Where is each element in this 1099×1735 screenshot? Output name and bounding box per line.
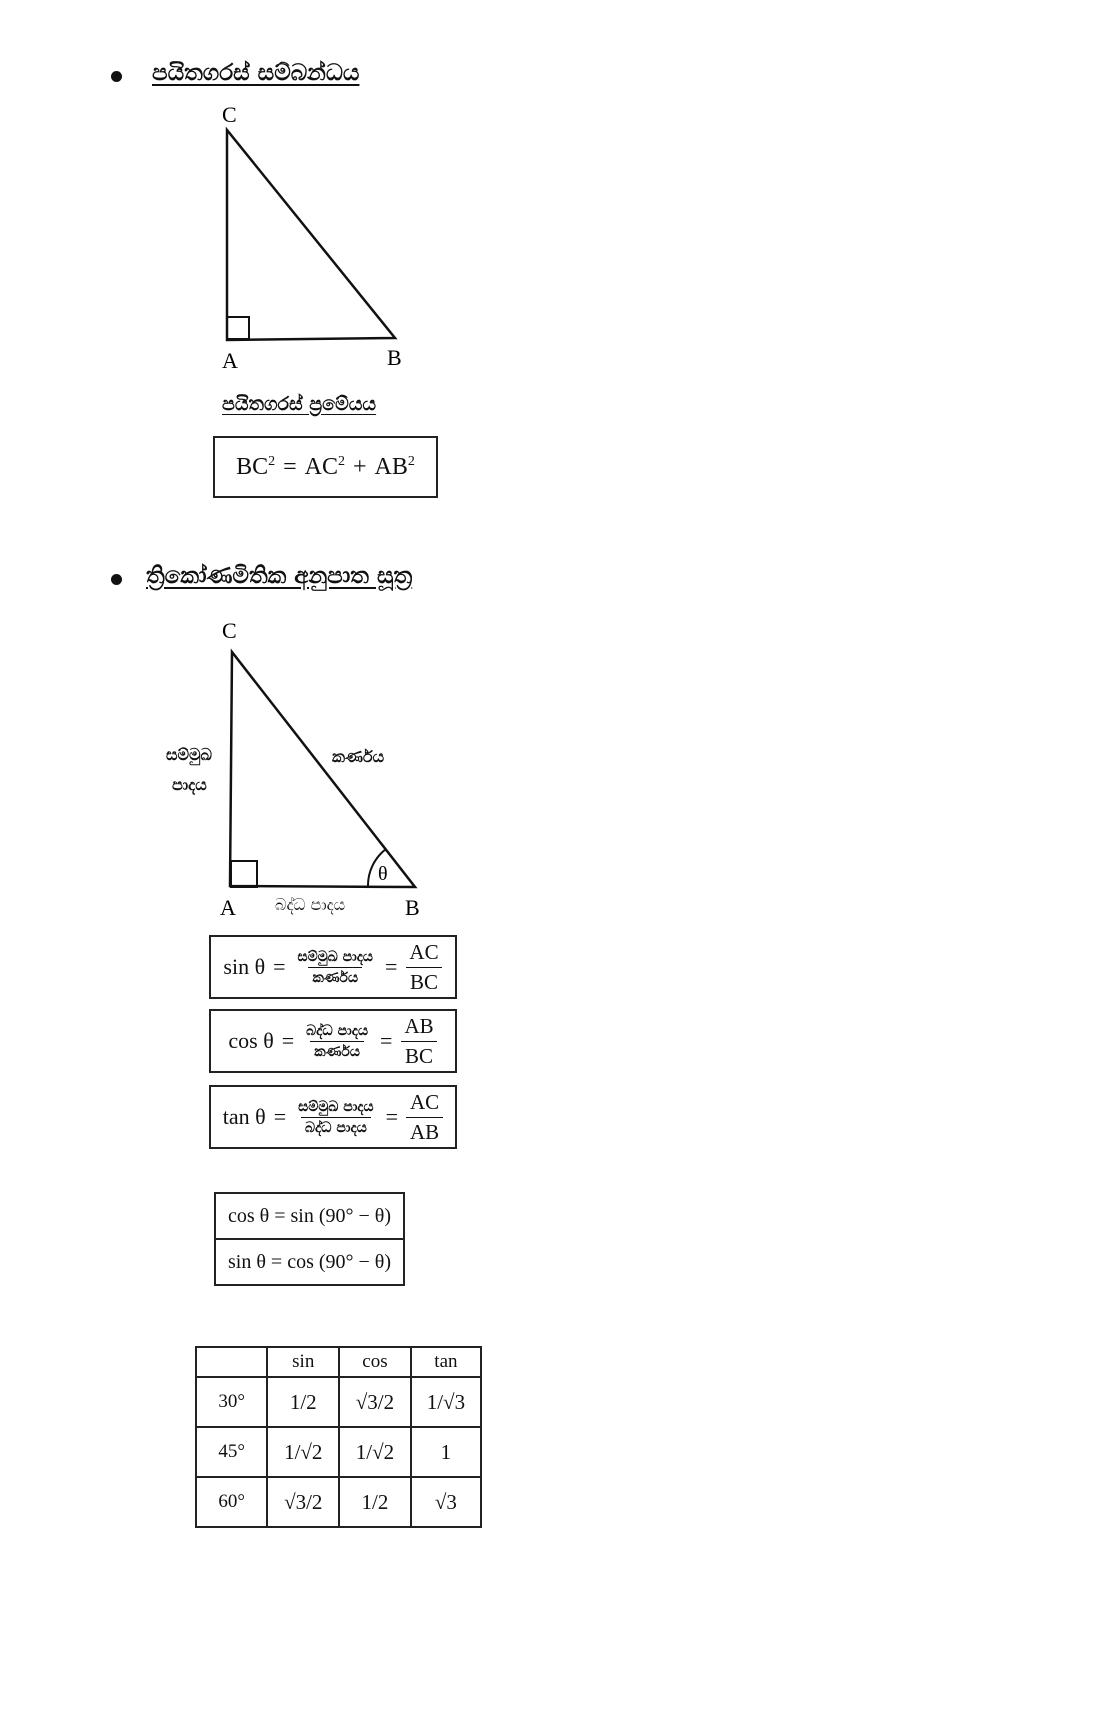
right-angle-mark-2 <box>230 860 258 888</box>
opposite-label-line1: සම්මුඛ <box>166 745 212 764</box>
theta-label: θ <box>378 863 388 885</box>
formula-rhs2: AB2 <box>374 453 415 480</box>
vertex-c-1: C <box>222 102 237 127</box>
bullet-2 <box>111 574 122 585</box>
vertex-c-2: C <box>222 618 237 643</box>
header-sin: sin <box>266 1346 341 1378</box>
triangle-2-shape <box>228 648 418 889</box>
formula-rhs1: AC2 <box>304 453 345 480</box>
formula-lhs: BC2 <box>236 453 276 480</box>
hypotenuse-label: කර්ණය <box>332 747 385 766</box>
opposite-label-line2: පාදය <box>172 775 207 794</box>
adjacent-label: බද්ධ පාදය <box>275 895 346 914</box>
vertex-b-1: B <box>387 345 402 370</box>
identity-sin: sin θ = cos (90° − θ) <box>213 1238 406 1286</box>
section1-heading: පයිතගරස් සම්බන්ධය <box>152 60 360 86</box>
formula-plus: + <box>353 453 367 480</box>
table-row: 45° 1/√2 1/√2 1 <box>194 1426 483 1478</box>
header-cos: cos <box>338 1346 412 1378</box>
sin-fn: sin θ <box>223 954 266 979</box>
identity-cos: cos θ = sin (90° − θ) <box>213 1192 406 1240</box>
vertex-b-2: B <box>405 895 420 920</box>
cos-fn: cos θ <box>228 1028 274 1053</box>
bullet-1 <box>111 71 122 82</box>
header-blank <box>194 1346 269 1378</box>
table-row: 60° √3/2 1/2 √3 <box>194 1476 483 1528</box>
header-tan: tan <box>409 1346 483 1378</box>
section2-heading: ත්‍රිකෝණමිතික අනුපාත සූත්‍ර <box>146 563 413 589</box>
trig-triangle: θ C A B <box>220 618 420 920</box>
special-angles-table: sin cos tan 30° 1/2 √3/2 1/√3 45° 1/√2 1… <box>194 1346 483 1528</box>
vertex-a-1: A <box>222 348 238 373</box>
formula-eq: = <box>283 453 297 480</box>
tan-fn: tan θ <box>222 1104 266 1129</box>
vertex-a-2: A <box>220 895 236 920</box>
triangle-1-shape <box>225 126 398 342</box>
theta-arc <box>366 848 387 888</box>
theorem-title: පයිතගරස් ප්‍රමේයය <box>222 393 377 415</box>
pythagoras-triangle: C A B <box>222 102 402 373</box>
table-row: 30° 1/2 √3/2 1/√3 <box>194 1376 483 1428</box>
table-header-row: sin cos tan <box>194 1346 483 1378</box>
right-angle-mark-1 <box>226 316 250 340</box>
pythagoras-formula-box: BC2 = AC2 + AB2 <box>213 436 438 498</box>
complementary-identities: cos θ = sin (90° − θ) sin θ = cos (90° −… <box>213 1192 406 1286</box>
